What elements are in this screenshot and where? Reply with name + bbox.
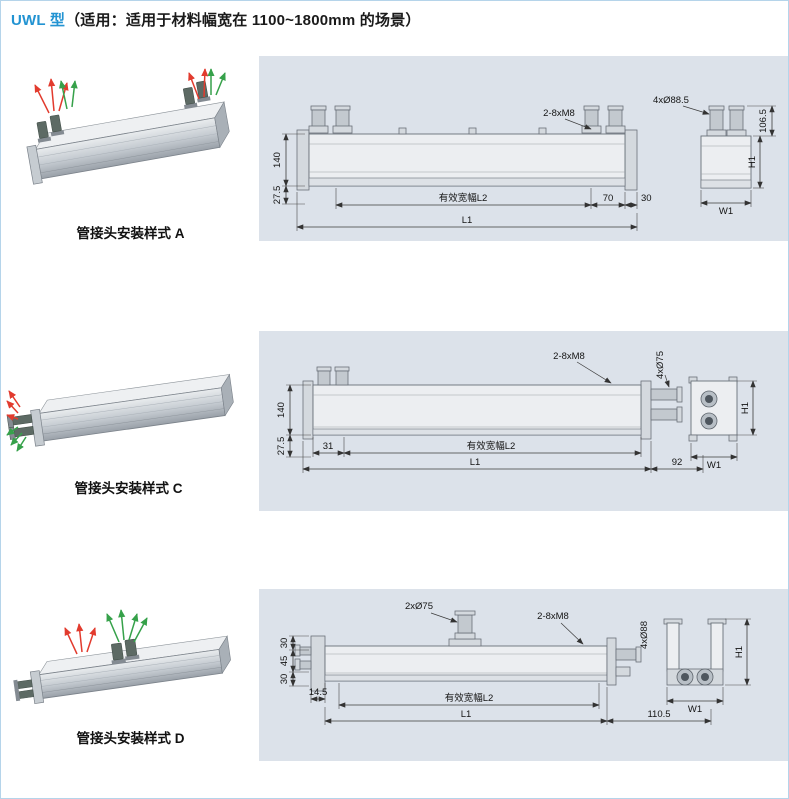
dim-l1-label: L1 <box>470 457 481 468</box>
dimension-annotations: 2-8xM8 140 27.5 有效宽幅L2 70 30 <box>272 108 652 231</box>
product-photo-a <box>13 65 248 220</box>
dim-l2-label: 有效宽幅L2 <box>467 440 516 452</box>
center-hole-spec-label: 2xØ75 <box>405 601 433 612</box>
product-photo-d <box>13 598 248 723</box>
dim-140-label: 140 <box>276 402 287 418</box>
green-air-arrows <box>106 609 148 643</box>
end-view <box>663 618 727 686</box>
green-air-arrows <box>6 426 27 452</box>
dim-70-label: 70 <box>603 193 614 204</box>
hole-spec-label: 4xØ75 <box>655 351 666 379</box>
product-body <box>26 80 230 185</box>
product-body <box>13 635 231 704</box>
title-subtitle: （适用：适用于材料幅宽在 1100~1800mm 的场景） <box>65 12 421 29</box>
dimension-annotations: 2-8xM8 4xØ75 140 27.5 31 有效宽幅L2 <box>276 351 704 473</box>
dimension-annotations: 2xØ75 2-8xM8 4xØ88 30 45 30 14.5 <box>279 601 712 725</box>
dim-27-5-label: 27.5 <box>276 437 287 456</box>
dim-w1-label: W1 <box>707 460 721 471</box>
side-view <box>296 105 638 191</box>
figure-label-a: 管接头安装样式 A <box>76 226 185 241</box>
dim-30-top-label: 30 <box>279 638 290 649</box>
product-3d-c <box>6 373 234 452</box>
hole-spec-label: 4xØ88.5 <box>653 95 689 106</box>
dim-45-label: 45 <box>279 656 290 667</box>
dim-h1-label: H1 <box>734 646 745 658</box>
dim-31-label: 31 <box>323 441 334 452</box>
green-air-arrows <box>58 68 226 110</box>
end-view <box>700 105 752 189</box>
red-air-arrows <box>6 390 21 421</box>
dim-l1-label: L1 <box>462 215 473 226</box>
dim-h1-label: H1 <box>747 156 758 168</box>
dim-30-label: 30 <box>641 193 652 204</box>
bolt-spec-label: 2-8xM8 <box>543 108 575 119</box>
dim-l2-label: 有效宽幅L2 <box>445 692 494 704</box>
technical-drawing-d: 2xØ75 2-8xM8 4xØ88 30 45 30 14.5 <box>279 601 751 725</box>
product-photo-c <box>6 339 251 484</box>
product-3d-a <box>26 68 230 185</box>
dim-140-label: 140 <box>272 152 283 168</box>
product-body <box>6 373 234 447</box>
dim-27-5-label: 27.5 <box>272 186 283 205</box>
side-view <box>294 610 642 692</box>
series-name: UWL 型 <box>11 12 66 29</box>
dim-30-bottom-label: 30 <box>279 674 290 685</box>
red-air-arrows <box>64 623 97 655</box>
figure-label-d: 管接头安装样式 D <box>76 731 185 746</box>
end-hole-spec-label: 4xØ88 <box>639 621 650 649</box>
dim-l2-label: 有效宽幅L2 <box>439 192 488 204</box>
dim-l1-label: L1 <box>461 709 472 720</box>
dim-14-5-label: 14.5 <box>309 687 328 698</box>
side-view <box>302 366 683 440</box>
red-air-arrows <box>34 68 209 114</box>
dim-h1-label: H1 <box>740 402 751 414</box>
dim-106-5-label: 106.5 <box>758 109 769 133</box>
dim-w1-label: W1 <box>688 704 702 715</box>
bolt-spec-label: 2-8xM8 <box>553 351 585 362</box>
technical-drawing-c: 2-8xM8 4xØ75 140 27.5 31 有效宽幅L2 <box>276 351 757 473</box>
bolt-spec-label: 2-8xM8 <box>537 611 569 622</box>
dim-w1-label: W1 <box>719 206 733 217</box>
technical-drawing-a: 2-8xM8 140 27.5 有效宽幅L2 70 30 <box>272 95 776 231</box>
product-3d-d <box>13 609 231 704</box>
page-title: UWL 型（适用：适用于材料幅宽在 1100~1800mm 的场景） <box>11 9 421 30</box>
drawing-panel-a: 2-8xM8 140 27.5 有效宽幅L2 70 30 <box>259 56 788 241</box>
end-view-dimensions: H1 W1 <box>690 380 757 471</box>
end-view <box>688 376 738 442</box>
dim-110-5-label: 110.5 <box>647 709 670 720</box>
drawing-panel-c: 2-8xM8 4xØ75 140 27.5 31 有效宽幅L2 <box>259 331 788 511</box>
drawing-panel-d: 2xØ75 2-8xM8 4xØ88 30 45 30 14.5 <box>259 589 788 761</box>
end-view-dimensions: 4xØ88.5 106.5 H1 W1 <box>653 95 776 217</box>
end-view-dimensions: H1 W1 <box>666 618 751 715</box>
dim-92-label: 92 <box>672 457 683 468</box>
figure-label-c: 管接头安装样式 C <box>74 481 183 496</box>
